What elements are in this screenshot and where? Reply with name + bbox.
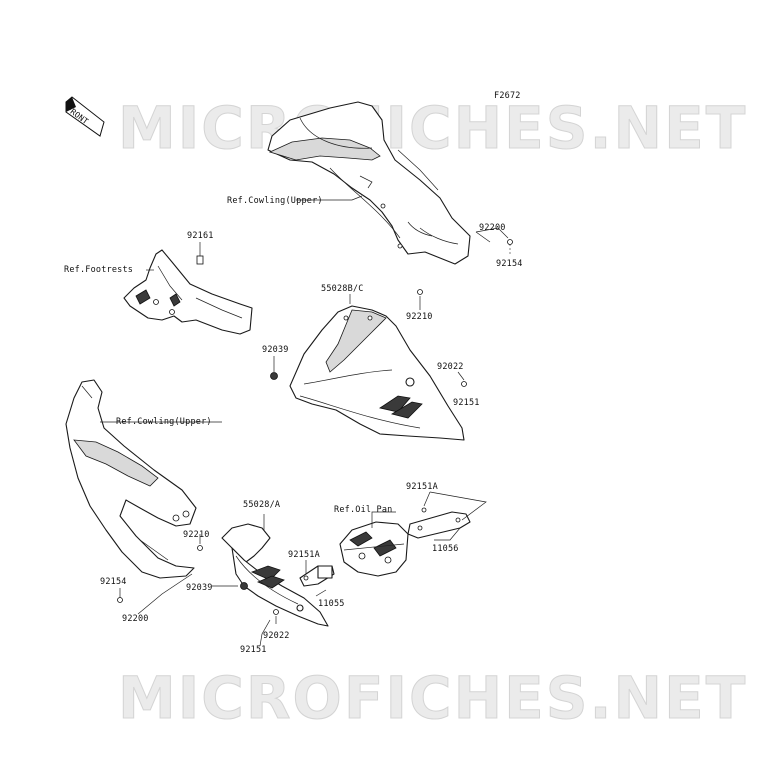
label-ref-cowling-upper-left: Ref.Cowling(Upper): [116, 417, 212, 427]
label-92161: 92161: [187, 231, 214, 241]
lower-cowling-left-part: [221, 523, 329, 627]
label-92210-bottom: 92210: [183, 530, 210, 540]
label-92200-bottom: 92200: [122, 614, 149, 624]
label-92151-top: 92151: [453, 398, 480, 408]
label-92039-bottom: 92039: [186, 583, 213, 593]
upper-cowling-ref-part: [267, 101, 471, 265]
fasteners: [117, 239, 513, 615]
label-55028a: 55028/A: [243, 500, 281, 510]
lower-cowling-right-part: [289, 305, 465, 441]
label-55028bc: 55028B/C: [321, 284, 364, 294]
leader-lines: [100, 195, 511, 647]
front-arrow-icon: [65, 96, 105, 137]
label-92200-top: 92200: [479, 223, 506, 233]
watermark-top: MICROFICHES.NET: [117, 94, 748, 162]
label-92154-top: 92154: [496, 259, 523, 269]
label-ref-cowling-upper-top: Ref.Cowling(Upper): [227, 196, 323, 206]
label-92151-bottom: 92151: [240, 645, 267, 655]
label-ref-oil-pan: Ref.Oil Pan: [334, 505, 393, 515]
label-92210-top: 92210: [406, 312, 433, 322]
label-92022-top: 92022: [437, 362, 464, 372]
label-92039-top: 92039: [262, 345, 289, 355]
label-92151a-right: 92151A: [406, 482, 438, 492]
watermark-bottom: MICROFICHES.NET: [117, 664, 748, 732]
upper-cowling-ref-left-part: [65, 379, 197, 579]
label-92151a-mid: 92151A: [288, 550, 320, 560]
label-11056: 11056: [432, 544, 459, 554]
bracket-11056-part: [407, 511, 471, 539]
figure-code: F2672: [494, 91, 521, 101]
footrest-bracket-ref-part: [123, 249, 253, 335]
bracket-11055-part: [299, 565, 335, 587]
label-92154-bottom: 92154: [100, 577, 127, 587]
label-92022-bottom: 92022: [263, 631, 290, 641]
label-ref-footrests: Ref.Footrests: [64, 265, 134, 275]
label-11055: 11055: [318, 599, 345, 609]
oil-pan-ref-part: [339, 521, 409, 577]
